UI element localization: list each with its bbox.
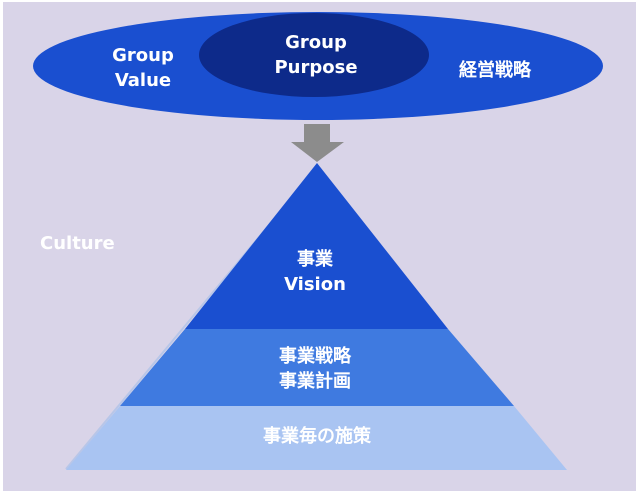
group-value-line1: Group xyxy=(112,45,174,66)
pyramid-middle-line2: 事業計画 xyxy=(279,371,351,392)
group-value-line2: Value xyxy=(114,70,172,91)
pyramid-bottom-tier xyxy=(66,406,567,470)
pyramid-middle-line1: 事業戦略 xyxy=(279,346,351,367)
pyramid-top-line2: Vision xyxy=(284,274,346,295)
pyramid-top-tier xyxy=(185,163,448,329)
down-arrow-icon xyxy=(291,124,344,162)
culture-label: Culture xyxy=(40,233,115,254)
inner-ellipse xyxy=(199,13,429,97)
group-purpose-label: Group Purpose xyxy=(262,30,370,80)
pyramid-middle-tier xyxy=(120,329,514,406)
pyramid-bottom-label: 事業毎の施策 xyxy=(263,426,371,447)
pyramid-top-line1: 事業 xyxy=(297,249,333,270)
group-purpose-line2: Purpose xyxy=(274,57,358,78)
group-value-label: Group Value xyxy=(100,43,186,93)
pyramid-top-label: 事業 Vision xyxy=(255,247,375,297)
management-strategy-label: 経営戦略 xyxy=(459,60,531,81)
group-purpose-line1: Group xyxy=(285,32,347,53)
pyramid-middle-label: 事業戦略 事業計画 xyxy=(255,344,375,394)
